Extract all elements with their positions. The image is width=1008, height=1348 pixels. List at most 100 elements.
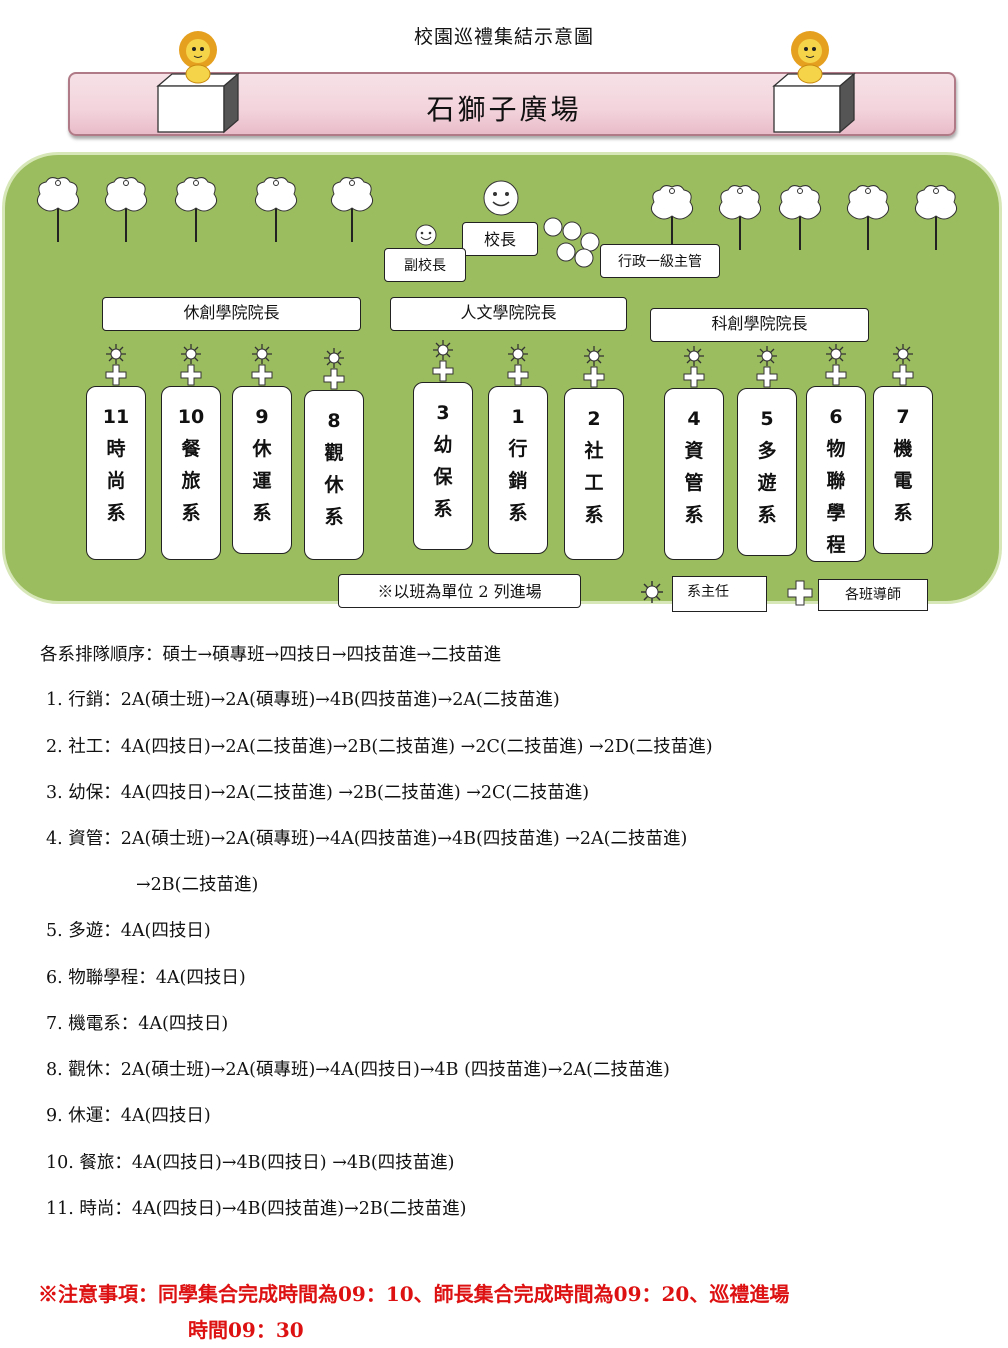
order-heading: 各系排隊順序：碩士→碩專班→四技日→四技苗進→二技苗進 (40, 645, 502, 665)
tree-icon (914, 185, 958, 250)
dept-number: 11 (102, 406, 130, 428)
tree-icon (330, 177, 374, 242)
chair-sun-icon (826, 344, 846, 364)
tutor-plus-icon (892, 364, 914, 386)
order-line: 9. 休運：4A(四技日) (46, 1106, 211, 1126)
tree-icon (718, 185, 762, 250)
legend-note: ※以班為單位 2 列進場 (338, 574, 581, 608)
order-line: 6. 物聯學程：4A(四技日) (46, 968, 246, 988)
admin-label: 行政一級主管 (600, 244, 720, 278)
tree-icon (778, 185, 822, 250)
dept-name-char: 聯 (826, 470, 846, 492)
dept-name-char: 多 (757, 440, 777, 462)
tree-icon (846, 185, 890, 250)
tutor-plus-icon (683, 366, 705, 388)
tutor-plus-icon (432, 360, 454, 382)
page-title: 校園巡禮集結示意圖 (413, 26, 594, 48)
dept-name-char: 觀 (324, 442, 344, 464)
dean-technology: 科創學院院長 (650, 308, 869, 342)
dept-name-char: 時 (106, 438, 126, 460)
dept-number: 5 (760, 408, 774, 430)
dept-name-char: 系 (106, 502, 126, 524)
dept-name-char: 休 (252, 438, 272, 460)
dept-number: 9 (255, 406, 269, 428)
chair-sun-icon (106, 344, 126, 364)
tutor-plus-icon (507, 364, 529, 386)
dept-name-char: 工 (584, 472, 604, 494)
dept-number: 8 (327, 410, 341, 432)
legend-chair: 系主任 (672, 576, 767, 612)
dept-name-char: 尚 (106, 470, 126, 492)
tutor-plus-icon (323, 368, 345, 390)
dept-name-char: 電 (893, 470, 913, 492)
admin-group-faces-icon (543, 217, 600, 268)
principal-label: 校長 (462, 222, 538, 256)
dept-name-char: 系 (684, 504, 704, 526)
dept-box: 8 觀休系 (304, 390, 364, 560)
dean-humanities: 人文學院院長 (390, 297, 627, 331)
dept-name-char: 遊 (757, 472, 777, 494)
chair-sun-icon (433, 340, 453, 360)
tree-icon (36, 177, 80, 242)
dept-name-char: 系 (324, 506, 344, 528)
dept-name-char: 系 (508, 502, 528, 524)
tutor-plus-icon (251, 364, 273, 386)
order-line: 10. 餐旅：4A(四技日)→4B(四技日) →4B(四技苗進) (46, 1153, 455, 1173)
tree-icon (650, 185, 694, 250)
tutor-plus-icon (756, 366, 778, 388)
dept-name-char: 社 (584, 440, 604, 462)
dept-name-char: 旅 (181, 470, 201, 492)
dept-number: 7 (896, 406, 910, 428)
order-line: 5. 多遊：4A(四技日) (46, 921, 211, 941)
plaza-name: 石獅子廣場 (426, 93, 582, 126)
tutor-legend-plus-icon (787, 580, 813, 606)
dept-number: 3 (436, 402, 450, 424)
dept-number: 4 (687, 408, 701, 430)
tree-icon (104, 177, 148, 242)
order-line: 8. 觀休：2A(碩士班)→2A(碩專班)→4A(四技日)→4B (四技苗進)→… (46, 1060, 670, 1080)
chair-sun-icon (757, 346, 777, 366)
dept-number: 10 (177, 406, 205, 428)
dept-name-char: 保 (433, 466, 453, 488)
dept-name-char: 行 (508, 438, 528, 460)
chair-sun-icon (181, 344, 201, 364)
tutor-plus-icon (105, 364, 127, 386)
order-line: 1. 行銷：2A(碩士班)→2A(碩專班)→4B(四技苗進)→2A(二技苗進) (46, 690, 560, 710)
chair-sun-icon (584, 346, 604, 366)
dept-name-char: 學 (826, 502, 846, 524)
dept-name-char: 銷 (508, 470, 528, 492)
dean-leisure: 休創學院院長 (102, 297, 361, 331)
chair-sun-icon (893, 344, 913, 364)
order-line: 7. 機電系：4A(四技日) (46, 1014, 229, 1034)
notice: ※注意事項：同學集合完成時間為09：10、師長集合完成時間為09：20、巡禮進場… (38, 1276, 978, 1348)
chair-legend-sun-icon (641, 581, 663, 603)
vice-principal-face-icon (415, 224, 437, 246)
dept-name-char: 管 (684, 472, 704, 494)
chair-sun-icon (508, 344, 528, 364)
dept-name-char: 系 (757, 504, 777, 526)
dept-number: 6 (829, 406, 843, 428)
dept-number: 2 (587, 408, 601, 430)
vice-principal-label: 副校長 (384, 248, 466, 282)
order-line: 11. 時尚：4A(四技日)→4B(四技苗進)→2B(二技苗進) (46, 1199, 467, 1219)
tree-icon (174, 177, 218, 242)
tree-icon (254, 177, 298, 242)
tutor-plus-icon (583, 366, 605, 388)
dept-name-char: 系 (584, 504, 604, 526)
dept-name-char: 運 (252, 470, 272, 492)
tutor-plus-icon (180, 364, 202, 386)
chair-sun-icon (684, 346, 704, 366)
principal-face-icon (483, 180, 519, 216)
notice-line-1: ※注意事項：同學集合完成時間為09：10、師長集合完成時間為09：20、巡禮進場 (38, 1282, 790, 1306)
dept-name-char: 系 (433, 498, 453, 520)
chair-sun-icon (324, 348, 344, 368)
chair-sun-icon (252, 344, 272, 364)
dept-name-char: 休 (324, 474, 344, 496)
dept-box: 5 多遊系 (737, 388, 797, 556)
order-line: →2B(二技苗進) (136, 875, 259, 895)
